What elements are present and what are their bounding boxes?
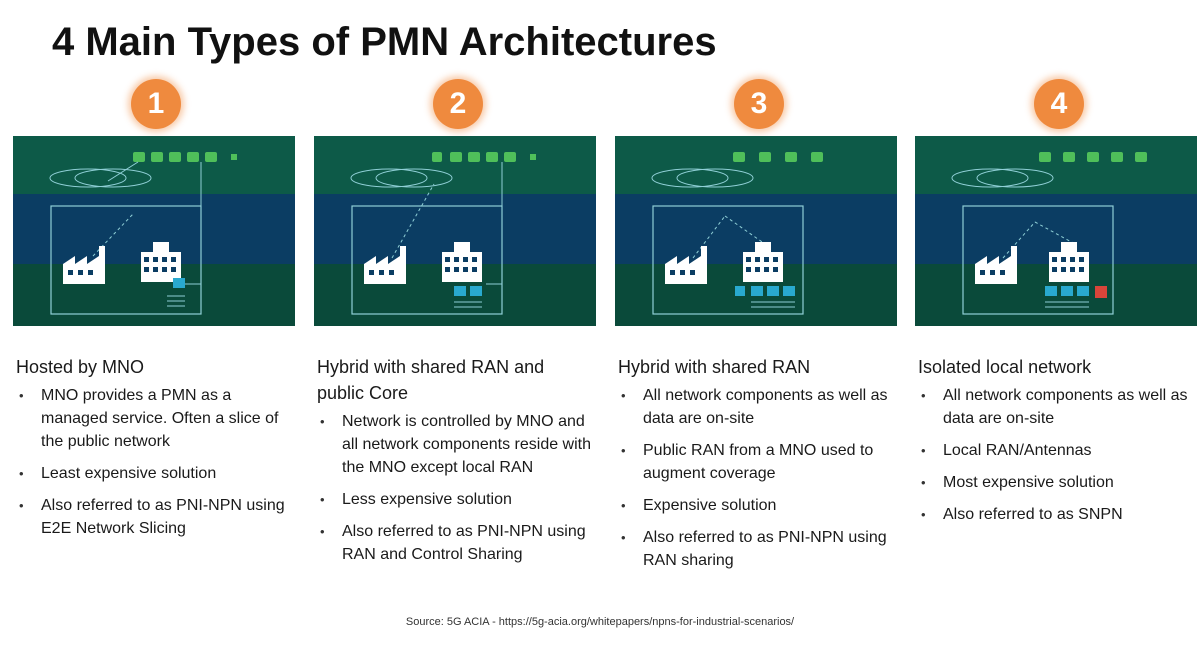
network-component-icons bbox=[133, 152, 237, 162]
architecture-diagram-3 bbox=[615, 136, 897, 326]
badge-4: 4 bbox=[1034, 79, 1084, 129]
architecture-heading-1: Hosted by MNO bbox=[16, 357, 145, 377]
list-item: Also referred to as SNPN bbox=[915, 503, 1197, 526]
device-stack-icon bbox=[1045, 301, 1089, 308]
isolation-marker-icon bbox=[1095, 286, 1107, 298]
office-building-icon bbox=[141, 242, 181, 282]
architecture-3: Hybrid with shared RAN All network compo… bbox=[615, 136, 897, 581]
device-stack-icon bbox=[751, 301, 795, 308]
architecture-bullets-1: MNO provides a PMN as a managed service.… bbox=[13, 384, 295, 540]
network-component-icons bbox=[432, 152, 536, 162]
network-component-icons bbox=[1039, 152, 1147, 162]
factory-icon bbox=[63, 246, 105, 284]
office-building-icon bbox=[442, 242, 482, 282]
device-stack-icon bbox=[454, 301, 482, 308]
factory-icon bbox=[665, 246, 707, 284]
list-item: Also referred to as PNI-NPN using RAN sh… bbox=[615, 526, 897, 572]
badge-2: 2 bbox=[433, 79, 483, 129]
architecture-bullets-2: Network is controlled by MNO and all net… bbox=[314, 410, 596, 566]
badge-1: 1 bbox=[131, 79, 181, 129]
list-item: Less expensive solution bbox=[314, 488, 596, 511]
factory-icon bbox=[364, 246, 406, 284]
public-network-cloud-icon bbox=[951, 168, 1054, 188]
list-item: Public RAN from a MNO used to augment co… bbox=[615, 439, 897, 485]
list-item: Least expensive solution bbox=[13, 462, 295, 485]
architecture-heading-2: Hybrid with shared RAN and public Core bbox=[317, 357, 545, 403]
architecture-heading-3: Hybrid with shared RAN bbox=[618, 357, 811, 377]
architecture-1: Hosted by MNO MNO provides a PMN as a ma… bbox=[13, 136, 295, 549]
list-item: Local RAN/Antennas bbox=[915, 439, 1197, 462]
list-item: MNO provides a PMN as a managed service.… bbox=[13, 384, 295, 453]
public-network-cloud-icon bbox=[49, 168, 152, 188]
office-building-icon bbox=[1049, 242, 1089, 282]
architecture-2: Hybrid with shared RAN and public Core N… bbox=[314, 136, 596, 575]
network-component-icons bbox=[733, 152, 823, 162]
list-item: Network is controlled by MNO and all net… bbox=[314, 410, 596, 479]
architecture-4: Isolated local network All network compo… bbox=[915, 136, 1197, 535]
factory-icon bbox=[975, 246, 1017, 284]
list-item: Expensive solution bbox=[615, 494, 897, 517]
public-network-cloud-icon bbox=[350, 168, 453, 188]
list-item: Most expensive solution bbox=[915, 471, 1197, 494]
badge-3: 3 bbox=[734, 79, 784, 129]
architecture-diagram-1 bbox=[13, 136, 295, 326]
architecture-diagram-4 bbox=[915, 136, 1197, 326]
list-item: Also referred to as PNI-NPN using RAN an… bbox=[314, 520, 596, 566]
device-stack-icon bbox=[167, 295, 185, 307]
list-item: All network components as well as data a… bbox=[615, 384, 897, 430]
architecture-diagram-2 bbox=[314, 136, 596, 326]
page-title: 4 Main Types of PMN Architectures bbox=[52, 20, 717, 64]
architecture-bullets-4: All network components as well as data a… bbox=[915, 384, 1197, 526]
architecture-bullets-3: All network components as well as data a… bbox=[615, 384, 897, 572]
source-citation: Source: 5G ACIA - https://5g-acia.org/wh… bbox=[405, 616, 795, 628]
list-item: All network components as well as data a… bbox=[915, 384, 1197, 430]
architecture-heading-4: Isolated local network bbox=[918, 357, 1092, 377]
list-item: Also referred to as PNI-NPN using E2E Ne… bbox=[13, 494, 295, 540]
onsite-core-icons bbox=[1045, 286, 1089, 296]
public-network-cloud-icon bbox=[651, 168, 754, 188]
office-building-icon bbox=[743, 242, 783, 282]
onsite-core-icons bbox=[735, 286, 795, 296]
